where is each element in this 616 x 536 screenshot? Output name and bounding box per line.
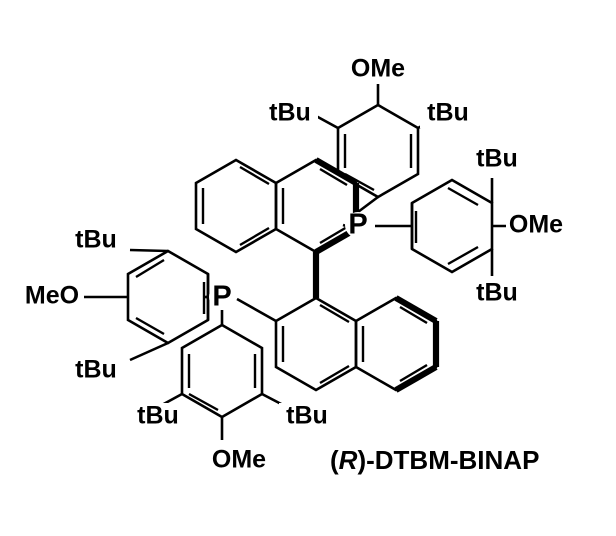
double-bond-line bbox=[399, 305, 428, 325]
aryl-left bbox=[78, 248, 210, 362]
aryl-right bbox=[375, 178, 514, 276]
substituent-label-tbu-right-top: tBu bbox=[476, 145, 518, 173]
label-halo bbox=[506, 212, 566, 240]
double-bond-line bbox=[344, 172, 375, 192]
naphthalene-lower-ring-a bbox=[274, 296, 358, 392]
substituent-label-ome-top: OMe bbox=[351, 55, 405, 83]
bond-to-tbu bbox=[315, 114, 339, 130]
label-halo bbox=[68, 227, 124, 255]
atom-label-phosphorus-lower: P bbox=[212, 281, 231, 313]
substituent-label-meo-left: MeO bbox=[25, 282, 79, 310]
substituent-label-tbu-top-right: tBu bbox=[427, 99, 469, 127]
caption-name: )-DTBM-BINAP bbox=[357, 445, 540, 475]
double-bond-line bbox=[239, 226, 270, 247]
double-bond-line bbox=[135, 316, 165, 336]
double-bond-line bbox=[447, 186, 479, 207]
double-bond-line bbox=[188, 392, 219, 412]
substituent-label-tbu-bottom-right: tBu bbox=[286, 402, 328, 430]
substituent-label-tbu-right-bottom: tBu bbox=[476, 279, 518, 307]
bond-aryl-top-to-p bbox=[357, 195, 379, 214]
atom-label-phosphorus-upper: P bbox=[348, 209, 367, 241]
double-bond-line bbox=[319, 225, 348, 245]
label-halo bbox=[130, 403, 186, 431]
naphthalene-lower bbox=[236, 295, 440, 393]
substituent-label-tbu-top-left: tBu bbox=[269, 99, 311, 127]
double-bond-line bbox=[319, 364, 350, 385]
label-halo bbox=[469, 280, 525, 308]
label-halo bbox=[420, 100, 476, 128]
aryl-right-ring bbox=[410, 178, 494, 274]
substituent-label-ome-right: OMe bbox=[509, 211, 563, 239]
naphthalene-upper bbox=[194, 157, 360, 298]
bold-bond bbox=[394, 295, 438, 324]
double-bond-line bbox=[399, 363, 428, 383]
double-bond-line bbox=[239, 165, 270, 186]
double-bond-line bbox=[135, 258, 165, 279]
label-halo bbox=[469, 146, 525, 174]
figure-caption: (R)-DTBM-BINAP bbox=[330, 445, 539, 476]
substituent-label-tbu-left-top: tBu bbox=[75, 226, 117, 254]
naphthalene-upper-ring-a bbox=[194, 158, 278, 254]
substituent-label-ome-bottom: OMe bbox=[212, 446, 266, 474]
label-halo bbox=[348, 56, 408, 84]
label-halo bbox=[262, 100, 318, 128]
caption-stereodescriptor: R bbox=[338, 445, 358, 475]
aryl-top-ring bbox=[336, 103, 420, 199]
bond-c2-to-p-lower bbox=[236, 297, 277, 323]
label-halo bbox=[68, 357, 124, 385]
substituent-label-tbu-left-bottom: tBu bbox=[75, 356, 117, 384]
double-bond-line bbox=[319, 303, 350, 324]
double-bond-line bbox=[319, 167, 348, 187]
bold-bond bbox=[394, 364, 438, 393]
double-bond-line bbox=[447, 245, 479, 266]
label-halo bbox=[209, 284, 235, 310]
label-halo bbox=[345, 212, 371, 238]
label-halo bbox=[20, 283, 84, 311]
aryl-bottom-ring bbox=[180, 323, 264, 419]
aryl-left-ring bbox=[126, 249, 210, 345]
label-halo bbox=[279, 403, 335, 431]
label-halo bbox=[209, 447, 269, 475]
bond-to-tbu bbox=[129, 341, 169, 362]
bond-to-tbu bbox=[129, 248, 169, 253]
substituent-label-tbu-bottom-left: tBu bbox=[137, 402, 179, 430]
caption-paren-open: ( bbox=[330, 445, 339, 475]
